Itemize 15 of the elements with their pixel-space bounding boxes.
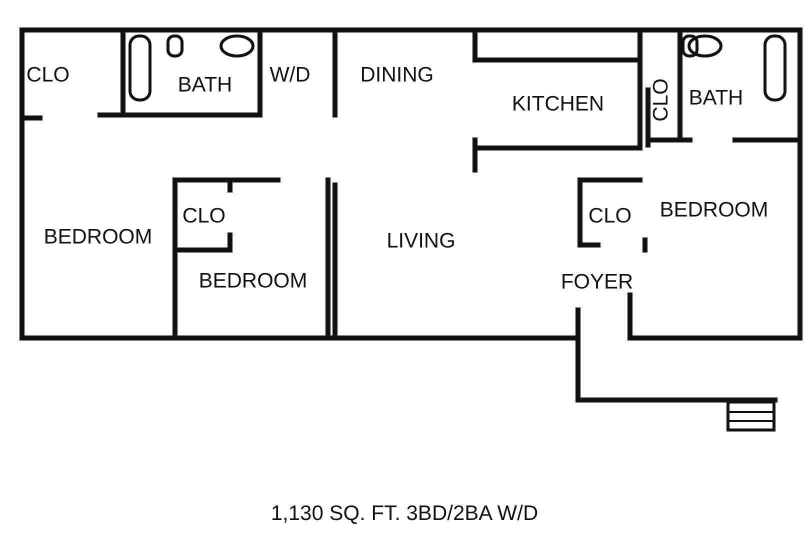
room-label: BATH (688, 88, 744, 108)
room-label: CLO (182, 206, 226, 226)
room-label: BEDROOM (44, 226, 152, 248)
room-label: DINING (360, 64, 434, 86)
room-label: CLO (650, 78, 672, 122)
room-label: W/D (270, 64, 310, 86)
room-label: BEDROOM (660, 200, 768, 220)
room-label: BATH (178, 74, 232, 96)
room-label: CLO (26, 64, 70, 86)
room-label: KITCHEN (512, 94, 604, 114)
room-label: LIVING (386, 230, 456, 252)
room-label: CLO (588, 206, 632, 226)
room-label: FOYER (560, 272, 634, 292)
room-label: BEDROOM (198, 270, 308, 292)
caption: 1,130 SQ. FT. 3BD/2BA W/D (270, 502, 540, 526)
